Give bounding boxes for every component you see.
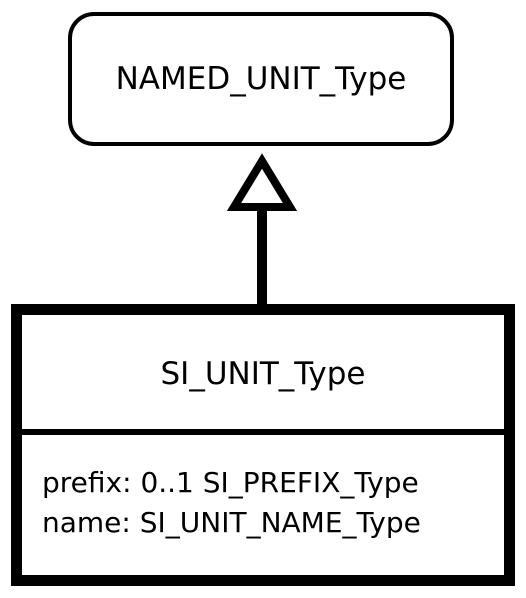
parent-class-box: NAMED_UNIT_Type <box>68 12 454 146</box>
parent-class-title: NAMED_UNIT_Type <box>115 60 407 97</box>
generalization-arrow-icon <box>226 153 298 211</box>
child-class-header: SI_UNIT_Type <box>22 315 504 429</box>
attribute-prefix: prefix: 0..1 SI_PREFIX_Type <box>42 466 419 499</box>
attribute-list: prefix: 0..1 SI_PREFIX_Type name: SI_UNI… <box>42 463 494 543</box>
child-class-box: SI_UNIT_Type prefix: 0..1 SI_PREFIX_Type… <box>11 304 515 586</box>
child-class-title: SI_UNIT_Type <box>160 355 366 392</box>
class-compartment-divider <box>22 429 504 435</box>
attribute-name: name: SI_UNIT_NAME_Type <box>42 506 421 539</box>
